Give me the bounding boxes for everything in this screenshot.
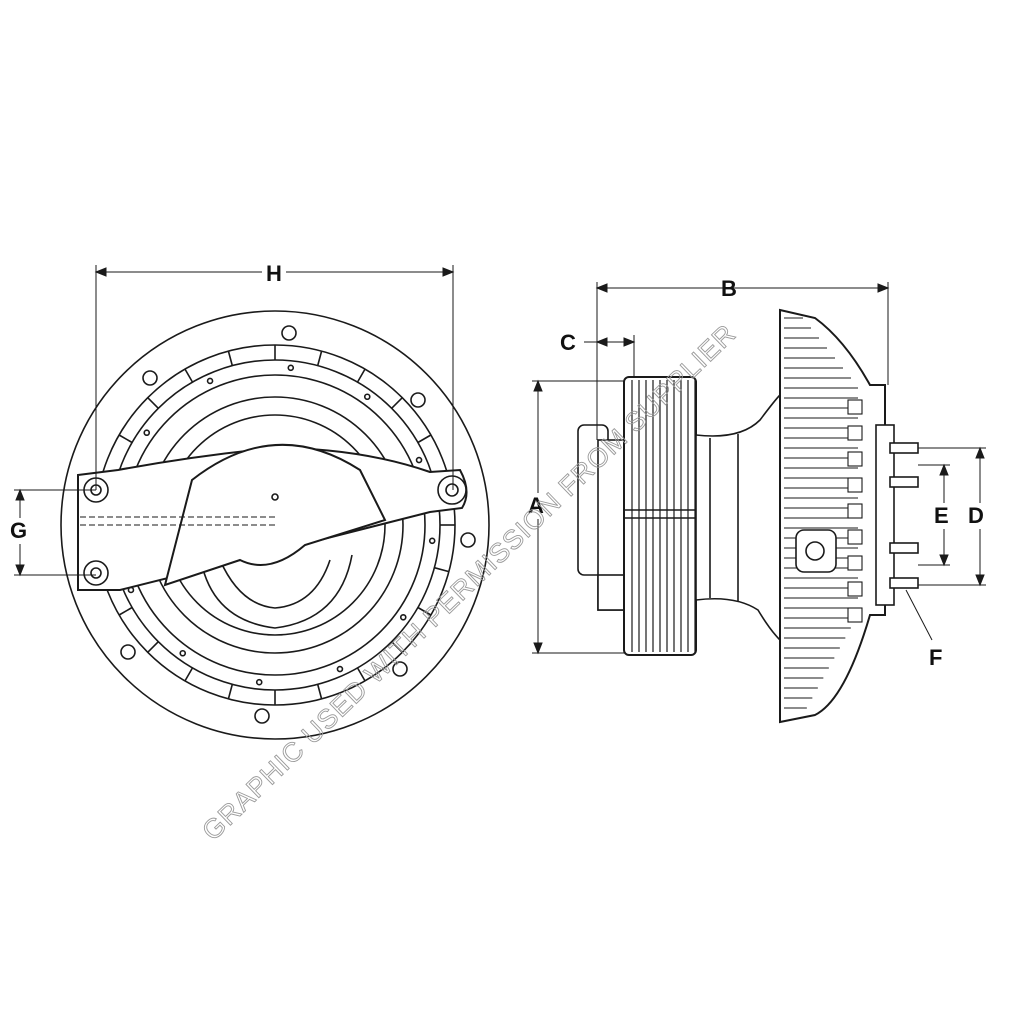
bracket-eye-bottom — [83, 560, 109, 586]
cooling-fins — [784, 317, 863, 709]
dimension-b — [595, 282, 890, 440]
side-view — [577, 308, 919, 724]
dim-label-a: A — [528, 493, 544, 518]
dim-label-e: E — [934, 503, 949, 528]
center-hole — [271, 493, 279, 501]
flange-bolts — [120, 325, 476, 724]
dim-label-g: G — [10, 518, 27, 543]
outer-flange — [60, 310, 490, 740]
front-view — [60, 310, 490, 740]
fan-drive-body — [779, 308, 886, 724]
dim-label-f: F — [929, 645, 942, 670]
connector — [795, 529, 837, 573]
bracket-eye-right — [437, 475, 467, 505]
dim-label-b: B — [721, 276, 737, 301]
mounting-plate — [875, 424, 895, 606]
inner-pulley-arc — [199, 554, 353, 629]
pulley-grooves — [631, 380, 696, 652]
dimension-f — [905, 589, 933, 641]
dimension-c — [584, 335, 636, 377]
dim-label-c: C — [560, 330, 576, 355]
dim-label-d: D — [968, 503, 984, 528]
mounting-studs — [889, 442, 919, 589]
bracket-dome — [163, 443, 387, 587]
dim-label-h: H — [266, 261, 282, 286]
